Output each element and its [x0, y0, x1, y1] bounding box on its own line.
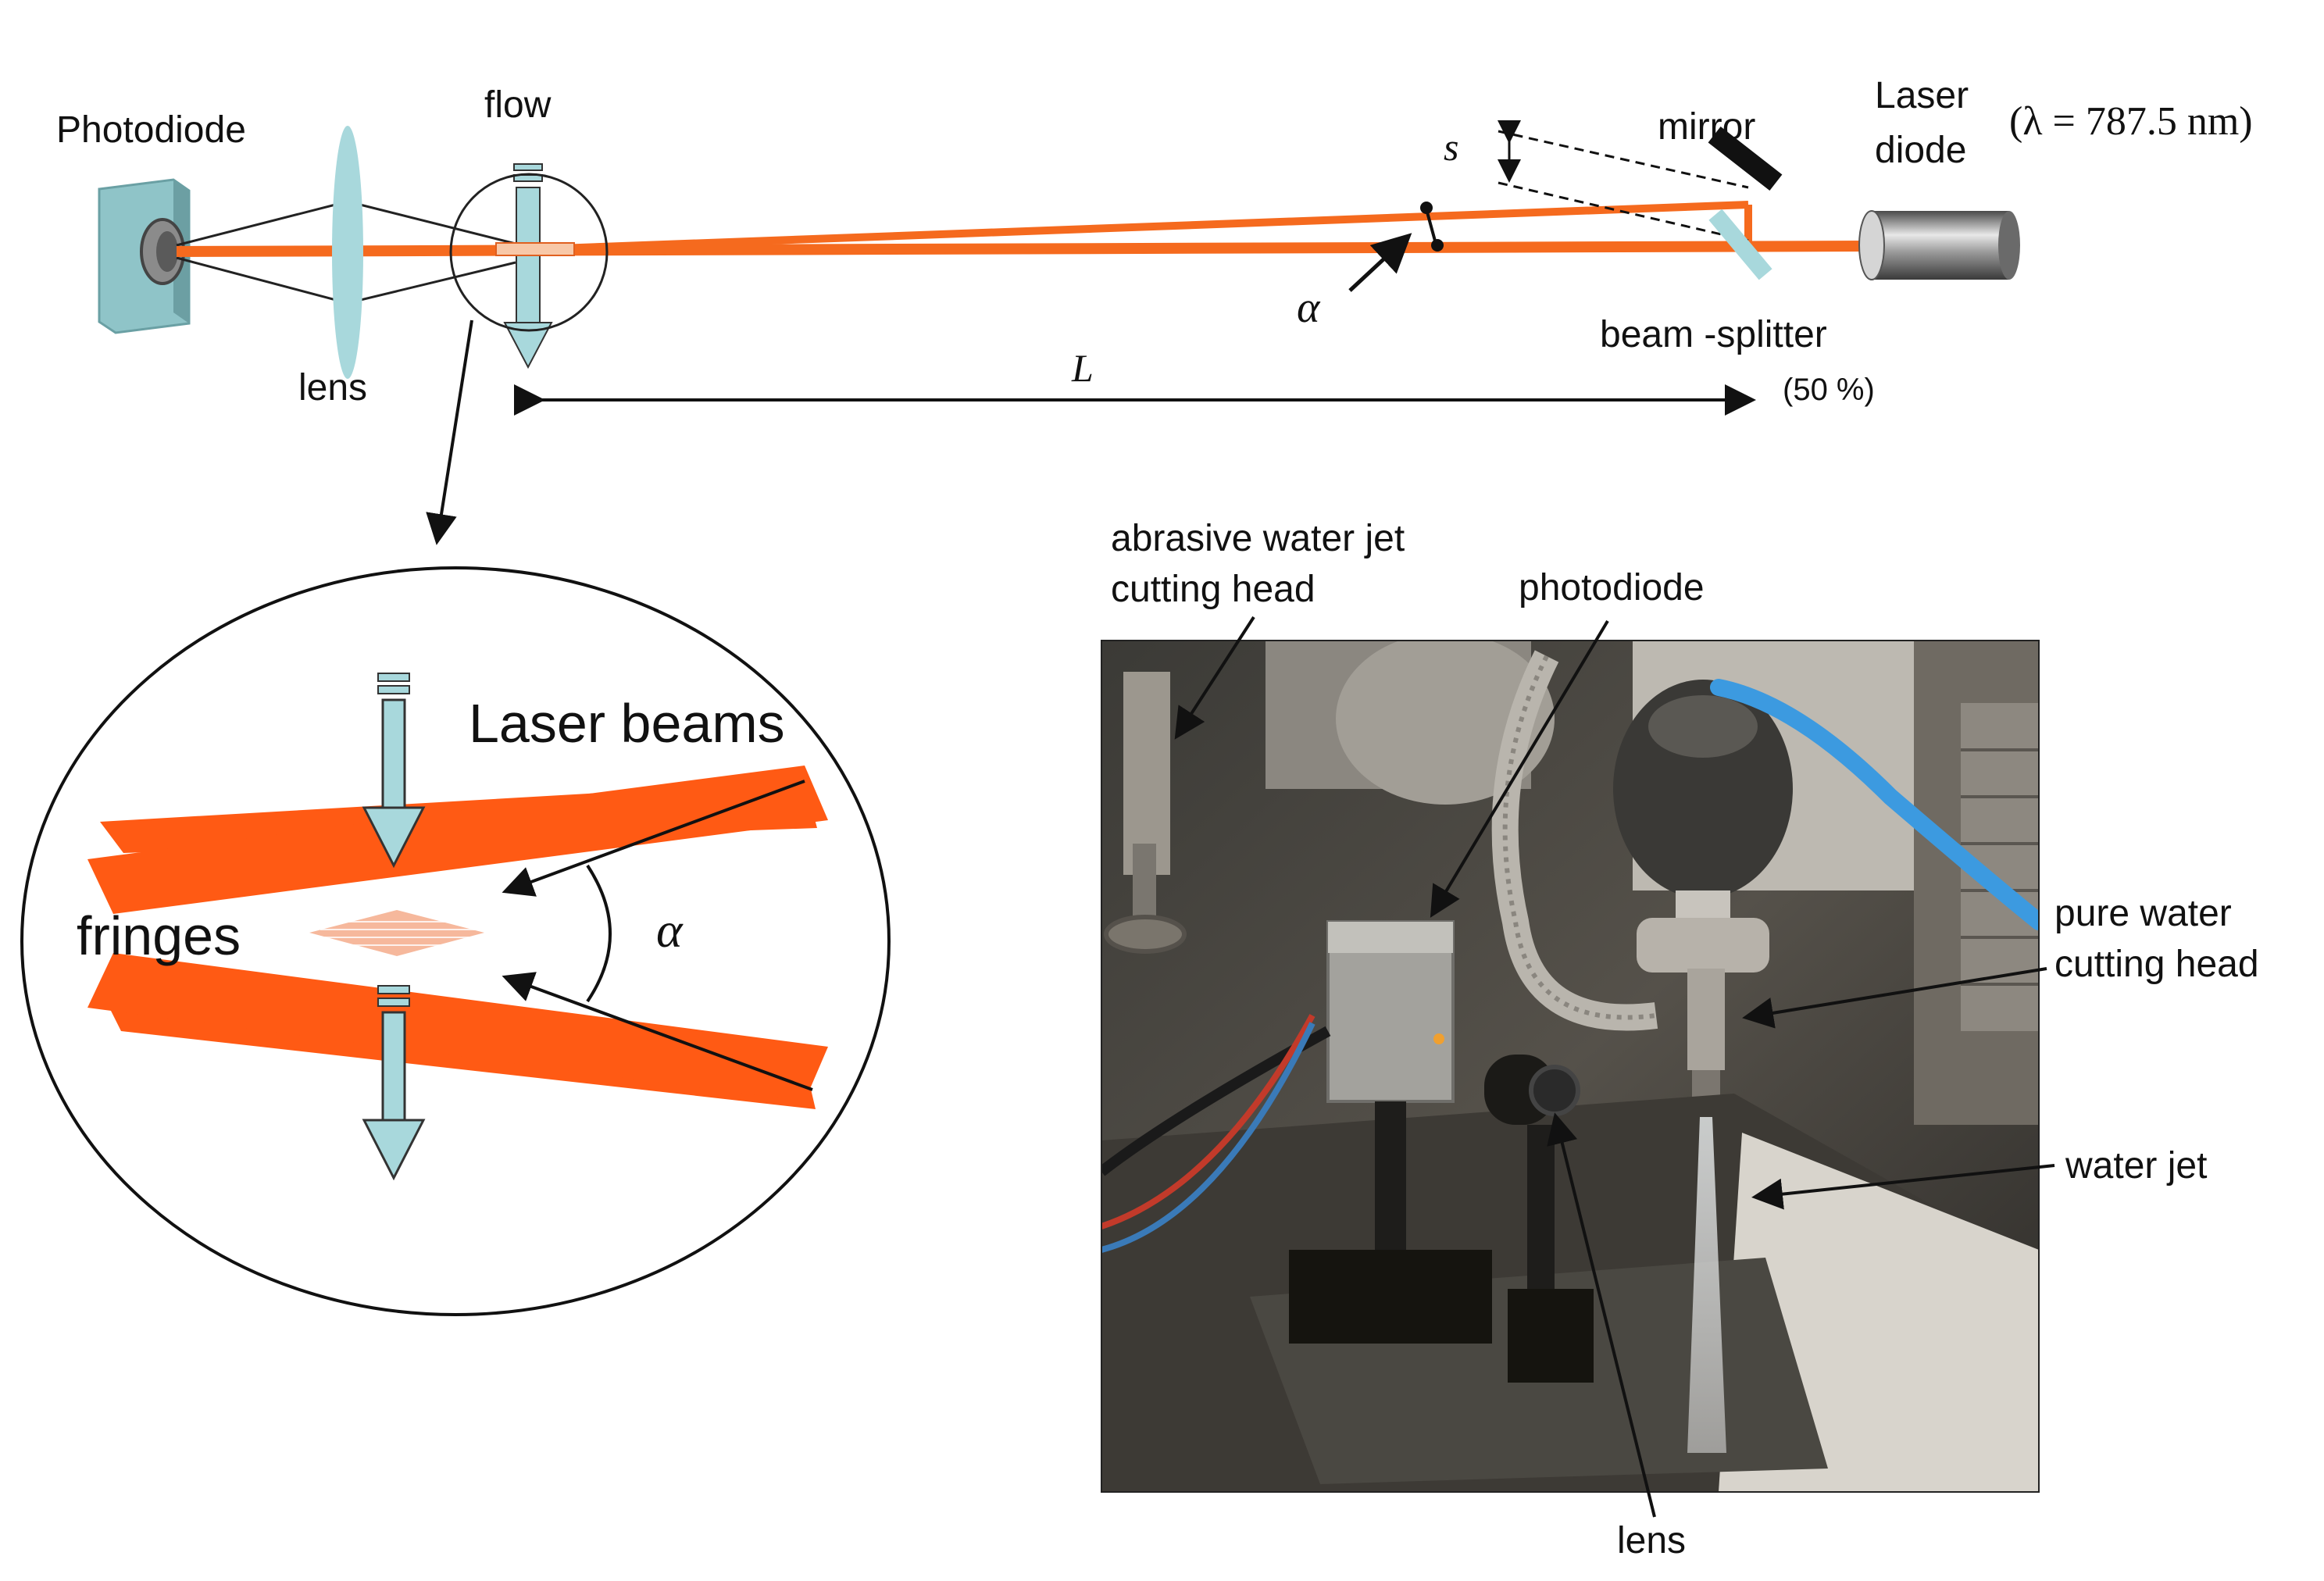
water-jet-label: water jet: [2065, 1145, 2207, 1187]
angle-marker: [1348, 202, 1444, 292]
lens-label: lens: [298, 367, 367, 409]
beam-splitter-ratio: (50 %): [1783, 373, 1875, 407]
distance-symbol: L: [1071, 346, 1094, 390]
fringes-label: fringes: [77, 905, 241, 966]
pure-head-label-line1: pure water: [2054, 893, 2232, 934]
detail-pointer-arrow: [426, 319, 473, 545]
experiment-photo: abrasive water jet cutting head photodio…: [1101, 518, 2259, 1561]
beam-outline-lines: [176, 200, 516, 305]
crossing-beams: [87, 766, 828, 1101]
pure-head-pointer: [1742, 967, 2047, 1029]
detail-angle-symbol: α: [656, 902, 684, 958]
spacing-symbol: s: [1444, 125, 1458, 169]
abrasive-head-pointer: [1174, 616, 1255, 740]
optical-setup: Photodiode lens flow: [56, 75, 2253, 545]
wavelength-label: (λ = 787.5 nm): [2009, 99, 2253, 144]
photodiode: [98, 178, 191, 334]
lens: [332, 126, 363, 379]
flow-label: flow: [484, 84, 552, 126]
beam-splitter-label: beam -splitter: [1600, 314, 1827, 355]
angle-symbol: α: [1297, 284, 1321, 332]
photodiode-label: Photodiode: [56, 109, 246, 151]
flow-arrow: [495, 163, 575, 369]
photodiode-photo-label: photodiode: [1519, 567, 1705, 608]
laser-diode: [1858, 210, 2020, 280]
beam-splitter: [1708, 209, 1772, 280]
measurement-volume-circle: [449, 173, 609, 332]
laser-beams-label: Laser beams: [469, 693, 785, 754]
lens-photo-pointer: [1547, 1112, 1656, 1518]
laser-beam: [176, 201, 1874, 257]
abrasive-head-label-line1: abrasive water jet: [1111, 518, 1405, 559]
lens-photo-label: lens: [1617, 1520, 1686, 1561]
flow-arrow-upper: [362, 673, 426, 869]
abrasive-head-label-line2: cutting head: [1111, 569, 1316, 610]
water-jet-pointer: [1751, 1164, 2055, 1210]
flow-arrow-lower: [362, 985, 426, 1181]
measurement-volume-detail: Laser beams fringes α: [20, 566, 891, 1316]
laser-diode-label-line1: Laser: [1875, 75, 1969, 116]
spacing-indicator: [1498, 120, 1749, 242]
mirror: [1708, 126, 1783, 191]
pure-head-label-line2: cutting head: [2054, 944, 2259, 985]
laser-diode-label-line2: diode: [1875, 130, 1966, 171]
mirror-label: mirror: [1658, 106, 1755, 148]
photodiode-photo-pointer: [1430, 619, 1609, 918]
